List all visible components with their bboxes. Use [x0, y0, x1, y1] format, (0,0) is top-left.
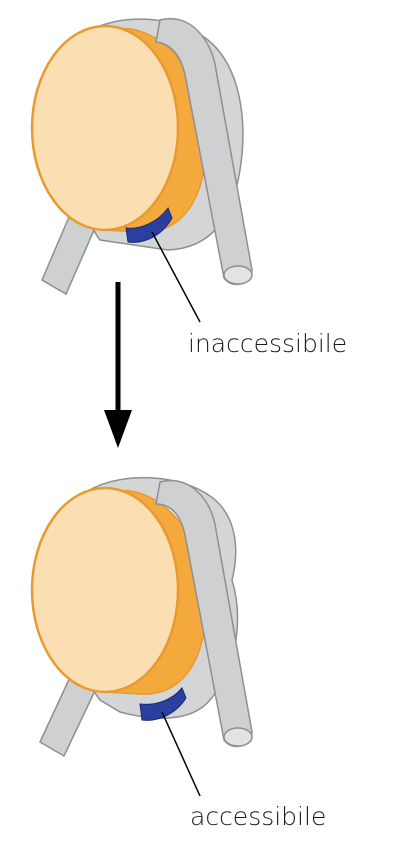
dna-end-cap-2: [224, 728, 252, 746]
label-inaccessibile: inaccessibile: [188, 329, 347, 358]
label-accessibile: accessibile: [190, 802, 326, 831]
nucleosome-open: [32, 478, 252, 796]
histone-disk-face-2: [32, 488, 178, 692]
nucleosome-closed: [32, 19, 252, 322]
dna-end-cap: [224, 266, 252, 284]
label-pointer-bottom: [162, 712, 200, 796]
transition-arrow: [104, 282, 132, 448]
histone-disk-face: [32, 26, 178, 230]
